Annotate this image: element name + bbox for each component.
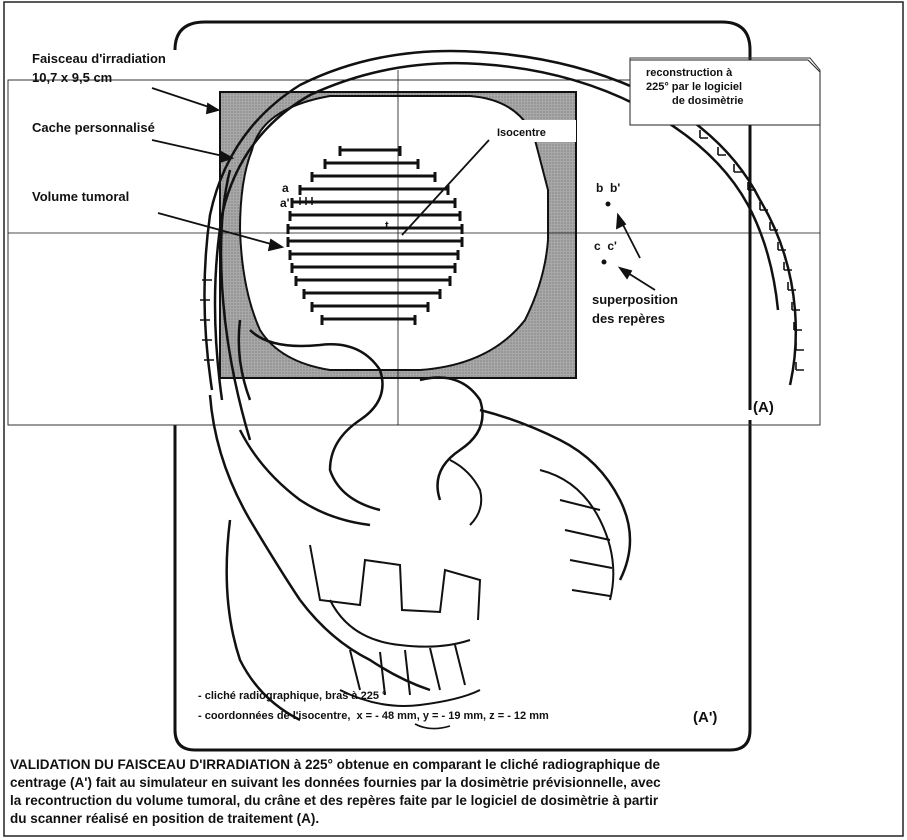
label-reconstruction-3: de dosimètrie (672, 95, 744, 107)
figure-caption: VALIDATION DU FAISCEAU D'IRRADIATION à 2… (10, 756, 900, 828)
label-panel-A: (A) (753, 399, 774, 416)
label-marker-c: c c' (594, 239, 617, 253)
caption-line-1: VALIDATION DU FAISCEAU D'IRRADIATION à 2… (10, 756, 900, 774)
marker-b-dot (606, 202, 611, 207)
label-isocentre-t: t (385, 220, 389, 232)
label-reconstruction-2: 225° par le logiciel (646, 81, 742, 93)
caption-line-3: la recontruction du volume tumoral, du c… (10, 792, 900, 810)
x-underline (415, 724, 450, 729)
label-marker-b: b b' (596, 181, 620, 195)
label-cache: Cache personnalisé (32, 120, 155, 135)
note-cliche: - cliché radiographique, bras à 225 ° (198, 690, 386, 702)
label-volume: Volume tumoral (32, 189, 129, 204)
label-isocentre: Isocentre (497, 127, 546, 139)
label-faisceau-2: 10,7 x 9,5 cm (32, 70, 112, 85)
label-panel-A-prime: (A') (693, 709, 717, 726)
label-marker-a: a (282, 181, 289, 195)
label-faisceau-1: Faisceau d'irradiation (32, 51, 166, 66)
label-reconstruction-1: reconstruction à (646, 67, 733, 79)
label-marker-a-prime: a' (280, 196, 290, 210)
caption-line-2: centrage (A') fait au simulateur en suiv… (10, 774, 900, 792)
jaw-and-spine (310, 460, 613, 706)
note-coords: - coordonnées de l'isocentre, x = - 48 m… (198, 710, 549, 722)
label-superposition-1: superposition (592, 292, 678, 307)
label-superposition-2: des repères (592, 311, 665, 326)
caption-line-4: du scanner réalisé en position de traite… (10, 810, 900, 828)
marker-c-dot (602, 260, 607, 265)
